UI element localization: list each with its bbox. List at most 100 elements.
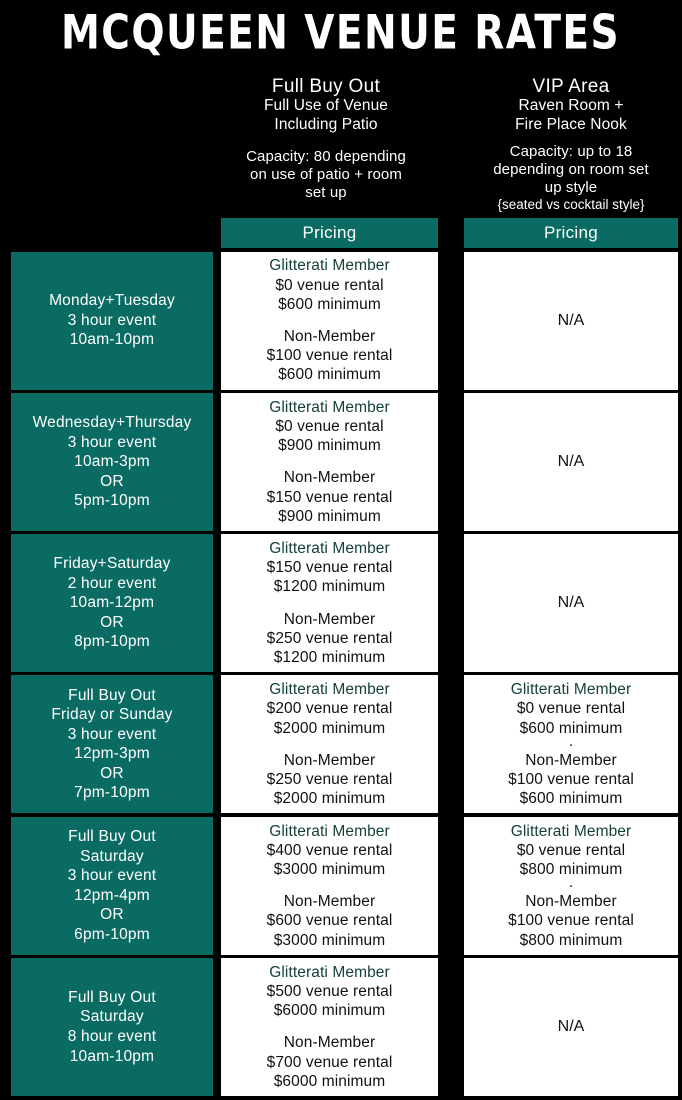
non-member-venue-rental: $100 venue rental xyxy=(508,912,634,930)
glitterati-member-label: Glitterati Member xyxy=(510,681,632,699)
nonmember-pricing-block: Non-Member$250 venue rental$1200 minimum xyxy=(267,610,393,668)
column-subtitle-line-2: Including Patio xyxy=(274,115,378,133)
header-spacer xyxy=(212,134,440,148)
column-capacity-line-1: Capacity: up to 18 xyxy=(509,142,633,160)
member-minimum: $1200 minimum xyxy=(273,578,386,596)
non-member-venue-rental: $150 venue rental xyxy=(266,488,393,506)
pricing-header-row: Pricing Pricing xyxy=(0,218,682,250)
row-label-line: Full Buy Out xyxy=(68,828,156,846)
member-minimum: $600 minimum xyxy=(278,295,381,313)
member-venue-rental: $500 venue rental xyxy=(266,983,393,1001)
column-capacity-line-3: set up xyxy=(305,183,347,201)
nonmember-pricing-block: Non-Member$250 venue rental$2000 minimum xyxy=(267,751,393,809)
non-member-label: Non-Member xyxy=(283,751,376,769)
row-label-line: 3 hour event xyxy=(67,433,157,451)
member-pricing-block: Glitterati Member$200 venue rental$2000 … xyxy=(267,680,393,738)
non-member-venue-rental: $250 venue rental xyxy=(266,771,393,789)
column-capacity-line-1: Capacity: 80 depending xyxy=(246,147,406,165)
member-minimum: $600 minimum xyxy=(519,719,623,737)
non-member-minimum: $900 minimum xyxy=(278,507,381,525)
row-label-line: 8pm-10pm xyxy=(74,633,150,651)
nonmember-pricing-block: Non-Member$150 venue rental$900 minimum xyxy=(267,468,393,526)
page-title-bar: MCQUEEN VENUE RATES xyxy=(0,0,682,66)
row-label-line: 6pm-10pm xyxy=(74,925,150,943)
pricing-separator-dot: . xyxy=(568,732,574,750)
row-label-line: 8 hour event xyxy=(67,1027,157,1045)
nonmember-pricing-block: Non-Member$100 venue rental$800 minimum xyxy=(508,892,634,950)
member-minimum: $6000 minimum xyxy=(273,1002,386,1020)
glitterati-member-label: Glitterati Member xyxy=(269,963,390,981)
pricing-separator-dot: . xyxy=(568,874,574,892)
row-label-line: Friday+Saturday xyxy=(53,555,171,573)
row-label-line: 7pm-10pm xyxy=(74,784,150,802)
column-title: VIP Area xyxy=(532,76,610,97)
non-member-venue-rental: $700 venue rental xyxy=(266,1053,393,1071)
row-label-line: Wednesday+Thursday xyxy=(32,414,192,431)
nonmember-pricing-block: Non-Member$100 venue rental$600 minimum xyxy=(508,751,634,809)
member-pricing-block: Glitterati Member $150 venue rental$1200 … xyxy=(267,539,393,597)
price-cell-full_buy_out: Glitterati Member$0 venue rental $900 min… xyxy=(221,392,438,531)
column-capacity-note: {seated vs cocktail style} xyxy=(497,196,645,212)
row-label-line: 10am-12pm xyxy=(69,594,155,612)
glitterati-member-label: Glitterati Member xyxy=(269,398,390,416)
row-label-line: Full Buy Out xyxy=(68,988,156,1006)
column-header-full-buy-out: Full Buy Out Full Use of Venue Including… xyxy=(212,66,440,202)
non-member-label: Non-Member xyxy=(525,751,617,769)
member-venue-rental: $0 venue rental xyxy=(275,417,384,435)
glitterati-member-label: Glitterati Member xyxy=(269,539,390,557)
glitterati-member-label: Glitterati Member xyxy=(269,681,390,699)
row-label-line: 10am-10pm xyxy=(69,1047,155,1065)
member-pricing-block: Glitterati Member$0 venue rental $900 min… xyxy=(269,398,390,456)
non-member-venue-rental: $600 venue rental xyxy=(266,912,393,930)
glitterati-member-label: Glitterati Member xyxy=(269,257,390,275)
column-header-vip-area: VIP Area Raven Room + Fire Place Nook Ca… xyxy=(460,66,682,213)
column-title: Full Buy Out xyxy=(271,76,381,97)
row-label-line: OR xyxy=(100,906,124,924)
glitterati-member-label: Glitterati Member xyxy=(269,822,390,840)
member-venue-rental: $400 venue rental xyxy=(266,841,393,859)
price-cell-full_buy_out: Glitterati Member$150 venue rental$1200 … xyxy=(221,534,438,673)
row-label-line: Monday+Tuesday xyxy=(49,292,175,310)
member-minimum: $900 minimum xyxy=(278,437,381,455)
column-subtitle-line-1: Raven Room + xyxy=(518,97,624,115)
member-minimum: $2000 minimum xyxy=(273,719,386,737)
non-member-label: Non-Member xyxy=(283,469,376,487)
member-venue-rental: $200 venue rental xyxy=(266,700,393,718)
header-spacer xyxy=(460,134,682,143)
row-label-line: Full Buy Out xyxy=(68,686,156,704)
member-venue-rental: $150 venue rental xyxy=(266,559,393,577)
row-label-line: 2 hour event xyxy=(67,574,157,592)
member-minimum: $3000 minimum xyxy=(273,860,386,878)
pricing-header-full-buy-out: Pricing xyxy=(221,218,438,248)
member-pricing-block: Glitterati Member$400 venue rental$3000 … xyxy=(267,822,393,880)
non-member-venue-rental: $100 venue rental xyxy=(508,771,634,789)
not-available-text: N/A xyxy=(557,452,585,470)
not-available-text: N/A xyxy=(557,594,585,612)
price-cell-full_buy_out: Glitterati Member$0 venue rental$600 min… xyxy=(221,251,438,390)
nonmember-pricing-block: Non-Member$700 venue rental$6000 minimum xyxy=(267,1033,393,1091)
non-member-minimum: $1200 minimum xyxy=(273,649,386,667)
row-label-line: OR xyxy=(100,472,124,490)
price-cell-full_buy_out: Glitterati Member$400 venue rental$3000 … xyxy=(221,816,438,955)
non-member-label: Non-Member xyxy=(283,893,376,911)
row-label-line: Saturday xyxy=(80,847,144,865)
member-minimum: $800 minimum xyxy=(519,860,623,878)
column-headers: Full Buy Out Full Use of Venue Including… xyxy=(0,66,682,218)
member-venue-rental: $0 venue rental xyxy=(516,700,626,718)
member-pricing-block: Glitterati Member$0 venue rental$600 min… xyxy=(269,256,390,314)
row-label-line: 10am-10pm xyxy=(69,331,155,349)
non-member-minimum: $800 minimum xyxy=(519,931,623,949)
row-label-line: Friday or Sunday xyxy=(51,706,173,724)
non-member-minimum: $6000 minimum xyxy=(273,1072,386,1090)
row-label-line: 12pm-3pm xyxy=(74,745,150,763)
column-subtitle-line-2: Fire Place Nook xyxy=(515,115,627,133)
non-member-label: Non-Member xyxy=(525,893,617,911)
